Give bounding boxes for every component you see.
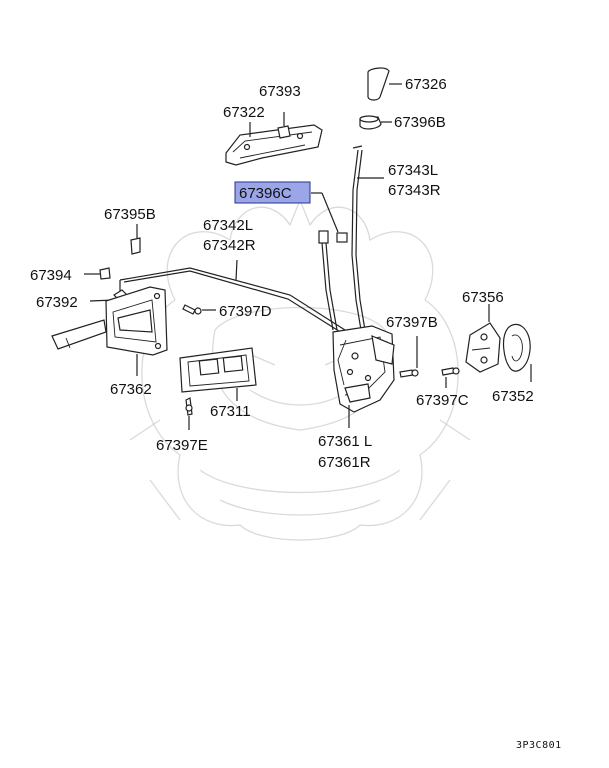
label-67394[interactable]: 67394: [30, 267, 72, 284]
label-67393[interactable]: 67393: [259, 83, 301, 100]
label-67397C[interactable]: 67397C: [416, 392, 469, 409]
label-67397B[interactable]: 67397B: [386, 314, 438, 331]
handle-escutcheon: [179, 347, 257, 401]
handle-rod: [119, 242, 346, 334]
door-striker: [465, 304, 501, 373]
striker-shim: [502, 323, 532, 382]
inside-handle-bracket: [225, 112, 323, 166]
label-67326[interactable]: 67326: [405, 76, 447, 93]
small-clip: [84, 267, 111, 280]
lock-knob: [367, 67, 402, 101]
label-67392[interactable]: 67392: [36, 294, 78, 311]
rod-holder-clip: [130, 224, 141, 255]
label-67396B[interactable]: 67396B: [394, 114, 446, 131]
label-67361R[interactable]: 67361R: [318, 454, 371, 471]
door-lock-assembly: [332, 325, 395, 428]
screw-b: [399, 336, 419, 378]
label-67397D[interactable]: 67397D: [219, 303, 272, 320]
inside-handle: [51, 286, 168, 376]
label-67311[interactable]: 67311: [210, 403, 251, 420]
label-67342L[interactable]: 67342L: [203, 217, 253, 234]
label-67395B[interactable]: 67395B: [104, 206, 156, 223]
label-67352[interactable]: 67352: [492, 388, 534, 405]
lock-rod: [351, 145, 384, 331]
label-67362[interactable]: 67362: [110, 381, 152, 398]
label-67342R[interactable]: 67342R: [203, 237, 256, 254]
label-67322[interactable]: 67322: [223, 104, 265, 121]
label-67361L[interactable]: 67361 L: [318, 433, 372, 450]
highlight-box: [234, 181, 311, 204]
screw-c: [441, 367, 460, 388]
knob-grommet: [359, 115, 392, 130]
diagram-code: 3P3C801: [516, 740, 562, 751]
label-67396C[interactable]: 67396C: [239, 185, 292, 202]
screw-d: [182, 304, 216, 315]
screw-e: [185, 397, 193, 430]
label-67343R[interactable]: 67343R: [388, 182, 441, 199]
label-67356[interactable]: 67356: [462, 289, 504, 306]
label-67397E[interactable]: 67397E: [156, 437, 208, 454]
label-67343L[interactable]: 67343L: [388, 162, 438, 179]
rod-clip: [311, 192, 348, 244]
watermark-emblem: [129, 198, 471, 541]
